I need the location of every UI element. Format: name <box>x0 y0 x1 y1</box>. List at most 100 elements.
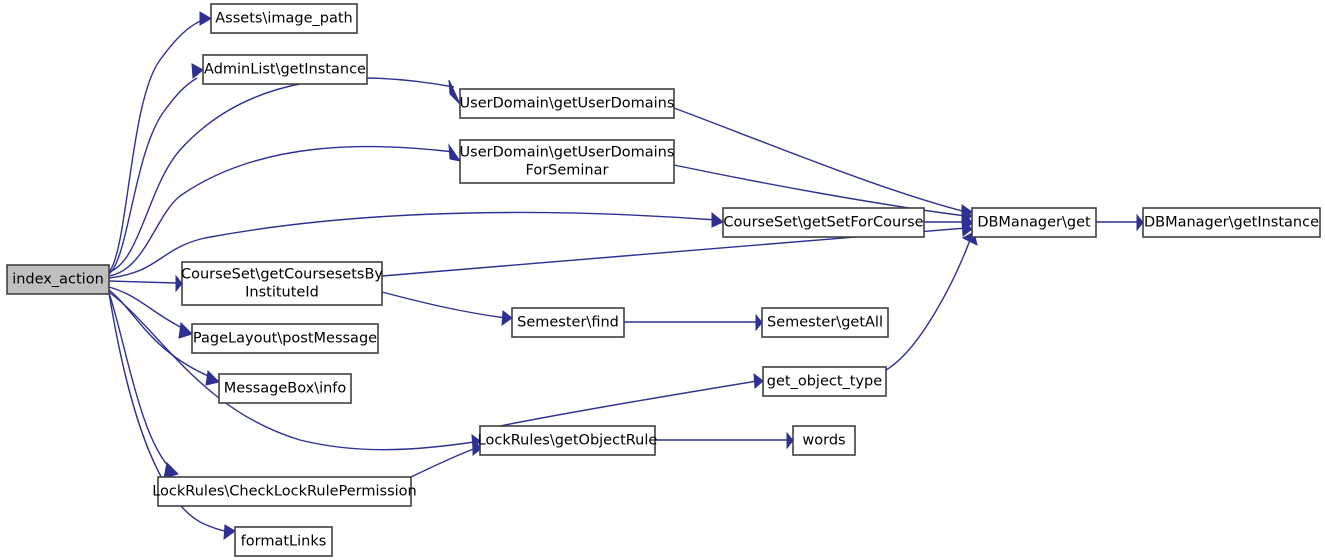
edge-line <box>381 291 507 319</box>
node-box[interactable] <box>762 366 887 397</box>
node-box[interactable] <box>218 373 352 404</box>
node-label: Assets\image_path <box>215 11 352 27</box>
node-messagebox_info[interactable]: MessageBox\info <box>218 373 352 404</box>
edge-index_action-to-userdomain_getuserdomains <box>108 77 461 273</box>
node-label: CourseSet\getCoursesetsBy <box>181 267 383 283</box>
node-lockrules_getobjectrule[interactable]: LockRules\getObjectRule <box>478 425 658 456</box>
arrowhead-icon <box>223 524 236 541</box>
node-box[interactable] <box>202 54 368 85</box>
edge-line <box>499 380 758 427</box>
edge-index_action-to-assets_image_path <box>108 11 212 273</box>
edge-index_action-to-pagelayout_postmessage <box>108 286 193 339</box>
node-words[interactable]: words <box>792 425 856 456</box>
node-box[interactable] <box>971 207 1097 238</box>
edge-line <box>108 145 455 277</box>
arrowhead-icon <box>163 461 179 479</box>
node-label: DBManager\get <box>977 215 1091 231</box>
node-adminlist_getinstance[interactable]: AdminList\getInstance <box>202 54 368 85</box>
edge-courseset_getcoursesetsbyinstituteid-to-semester_find <box>381 291 513 327</box>
node-label: words <box>802 433 845 449</box>
edge-index_action-to-messagebox_info <box>108 289 220 386</box>
edge-dbmanager_get-to-dbmanager_getinstance <box>1096 213 1144 232</box>
edge-index_action-to-adminlist_getinstance <box>108 63 204 275</box>
node-label: ForSeminar <box>526 163 609 179</box>
edge-index_action-to-lockrules_getobjectrule <box>108 291 481 451</box>
node-box[interactable] <box>479 425 656 456</box>
edge-line <box>108 286 187 331</box>
arrowhead-icon <box>753 372 764 390</box>
node-label: UserDomain\getUserDomains <box>460 145 675 161</box>
arrowhead-icon <box>448 79 461 105</box>
node-semester_getall[interactable]: Semester\getAll <box>761 307 889 338</box>
edge-line <box>673 107 967 213</box>
edge-semester_find-to-semester_getall <box>624 313 763 332</box>
edge-line <box>108 292 173 471</box>
node-formatlinks[interactable]: formatLinks <box>234 526 333 557</box>
node-box[interactable] <box>234 526 333 557</box>
node-box[interactable] <box>792 425 856 456</box>
node-box[interactable] <box>1142 207 1321 238</box>
edge-lockrules_checklockrulepermission-to-lockrules_getobjectrule <box>410 439 483 478</box>
edge-lockrules_getobjectrule-to-words <box>655 431 794 450</box>
arrowhead-icon <box>961 219 973 237</box>
node-pagelayout_postmessage[interactable]: PageLayout\postMessage <box>191 323 379 354</box>
node-dbmanager_getinstance[interactable]: DBManager\getInstance <box>1142 207 1321 238</box>
node-index_action[interactable]: index_action <box>6 264 110 295</box>
node-box[interactable] <box>6 264 110 295</box>
arrowhead-icon <box>199 11 212 26</box>
node-box[interactable] <box>722 207 925 238</box>
node-label: MessageBox\info <box>224 381 347 397</box>
edge-index_action-to-lockrules_checklockrulepermission <box>108 292 179 479</box>
node-label: formatLinks <box>241 534 327 550</box>
node-box[interactable] <box>459 139 675 184</box>
node-label: LockRules\CheckLockRulePermission <box>152 484 417 500</box>
node-box[interactable] <box>181 261 383 306</box>
node-lockrules_checklockrulepermission[interactable]: LockRules\CheckLockRulePermission <box>152 476 417 507</box>
edge-line <box>673 164 967 217</box>
edge-line <box>108 280 177 284</box>
edge-index_action-to-userdomain_getuserdomainsforseminar <box>108 143 462 277</box>
node-label: PageLayout\postMessage <box>193 331 377 347</box>
arrowhead-icon <box>191 63 204 79</box>
node-box[interactable] <box>191 323 379 354</box>
node-box[interactable] <box>511 307 625 338</box>
edge-line <box>108 77 198 275</box>
node-box[interactable] <box>157 476 412 507</box>
node-label: get_object_type <box>767 374 882 390</box>
arrowhead-icon <box>711 211 724 228</box>
arrowhead-icon <box>501 310 513 327</box>
arrowhead-icon <box>448 143 462 162</box>
arrowhead-icon <box>755 313 763 332</box>
edges-layer <box>108 11 1144 541</box>
node-assets_image_path[interactable]: Assets\image_path <box>210 3 358 34</box>
edge-lockrules_getobjectrule-to-get_object_type <box>499 372 764 427</box>
edge-line <box>108 77 455 273</box>
edge-line <box>885 239 971 371</box>
node-box[interactable] <box>459 88 675 119</box>
edge-get_object_type-to-dbmanager_get <box>885 231 978 371</box>
node-box[interactable] <box>210 3 358 34</box>
node-dbmanager_get[interactable]: DBManager\get <box>971 207 1097 238</box>
edge-userdomain_getuserdomains-to-dbmanager_get <box>673 107 973 220</box>
node-get_object_type[interactable]: get_object_type <box>762 366 887 397</box>
node-box[interactable] <box>761 307 889 338</box>
edge-index_action-to-courseset_getcoursesetsbyinstituteid <box>108 274 183 293</box>
edge-line <box>108 291 475 451</box>
arrowhead-icon <box>472 439 483 457</box>
node-courseset_getsetforcourse[interactable]: CourseSet\getSetForCourse <box>722 207 925 238</box>
edge-line <box>410 447 477 478</box>
node-label: index_action <box>12 272 104 288</box>
nodes-layer: index_action Assets\image_pathAdminList\g… <box>6 3 1321 557</box>
node-userdomain_getuserdomains[interactable]: UserDomain\getUserDomains <box>459 88 675 119</box>
edge-line <box>108 289 214 379</box>
arrowhead-icon <box>178 321 193 339</box>
node-semester_find[interactable]: Semester\find <box>511 307 625 338</box>
node-label: DBManager\getInstance <box>1144 215 1319 231</box>
arrowhead-icon <box>786 431 794 450</box>
arrowhead-icon <box>1136 213 1144 232</box>
node-label: UserDomain\getUserDomains <box>460 96 675 112</box>
node-label: InstituteId <box>245 285 319 301</box>
